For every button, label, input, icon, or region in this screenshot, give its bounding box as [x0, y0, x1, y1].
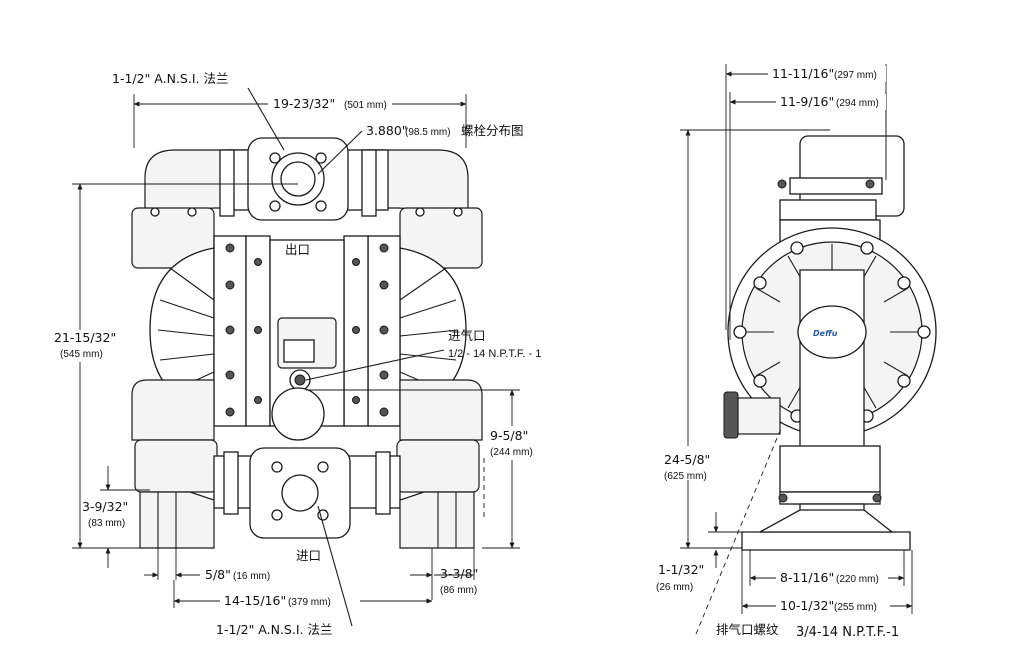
foot-span-mm: (379 mm) — [288, 597, 331, 608]
base-height-label: 3-9/32" — [82, 499, 128, 514]
bolt-circle-in: 3.880" — [366, 123, 408, 138]
depth-flange-label: 11-9/16" — [780, 94, 834, 109]
air-inlet-thread: 1/2 - 14 N.P.T.F. - 1 — [448, 348, 541, 360]
base-inner-mm: (220 mm) — [836, 574, 879, 585]
foot-span-label: 14-15/16" — [224, 593, 286, 608]
base-thickness-mm: (26 mm) — [656, 582, 693, 593]
front-view-pump — [131, 137, 483, 549]
depth-flange-mm: (294 mm) — [836, 98, 879, 109]
base-outer-mm: (255 mm) — [834, 602, 877, 613]
inlet-label: 进口 — [296, 548, 321, 563]
flange-top-label: 1-1/2" A.N.S.I. 法兰 — [112, 71, 228, 86]
base-outer-label: 10-1/32" — [780, 598, 834, 613]
inlet-height-label: 9-5/8" — [490, 428, 528, 443]
side-height-mm: (625 mm) — [664, 471, 707, 482]
side-dimensions: 11-11/16" (297 mm) 11-9/16" (294 mm) 24-… — [656, 64, 913, 640]
exhaust-thread: 3/4-14 N.P.T.F.-1 — [796, 625, 899, 640]
base-thickness-label: 1-1/32" — [658, 562, 704, 577]
width-overall-mm: (501 mm) — [344, 100, 387, 111]
height-overall-mm: (545 mm) — [60, 349, 103, 360]
outlet-label: 出口 — [285, 242, 310, 257]
flange-bottom-label: 1-1/2" A.N.S.I. 法兰 — [216, 622, 332, 637]
foot-offset-mm: (86 mm) — [440, 585, 477, 596]
side-view-pump: Deffu — [723, 135, 937, 551]
bolt-circle-note: 螺栓分布图 — [461, 123, 524, 138]
front-dimensions: 19-23/32" (501 mm) 1-1/2" A.N.S.I. 法兰 3.… — [54, 71, 541, 637]
depth-overall-label: 11-11/16" — [772, 66, 834, 81]
base-height-mm: (83 mm) — [88, 518, 125, 529]
depth-overall-mm: (297 mm) — [834, 70, 877, 81]
foot-offset-label: 3-3/8" — [440, 566, 478, 581]
height-overall-label: 21-15/32" — [54, 330, 116, 345]
brand-logo: Deffu — [813, 329, 838, 338]
inlet-height-mm: (244 mm) — [490, 447, 533, 458]
foot-slot-mm: (16 mm) — [233, 571, 270, 582]
side-height-label: 24-5/8" — [664, 452, 710, 467]
bolt-circle-mm: (98.5 mm) — [405, 127, 451, 138]
air-inlet-label: 进气口 — [448, 328, 486, 343]
exhaust-label: 排气口螺纹 — [716, 622, 779, 637]
foot-slot-label: 5/8" — [205, 567, 231, 582]
width-overall-label: 19-23/32" — [273, 96, 335, 111]
base-inner-label: 8-11/16" — [780, 570, 834, 585]
